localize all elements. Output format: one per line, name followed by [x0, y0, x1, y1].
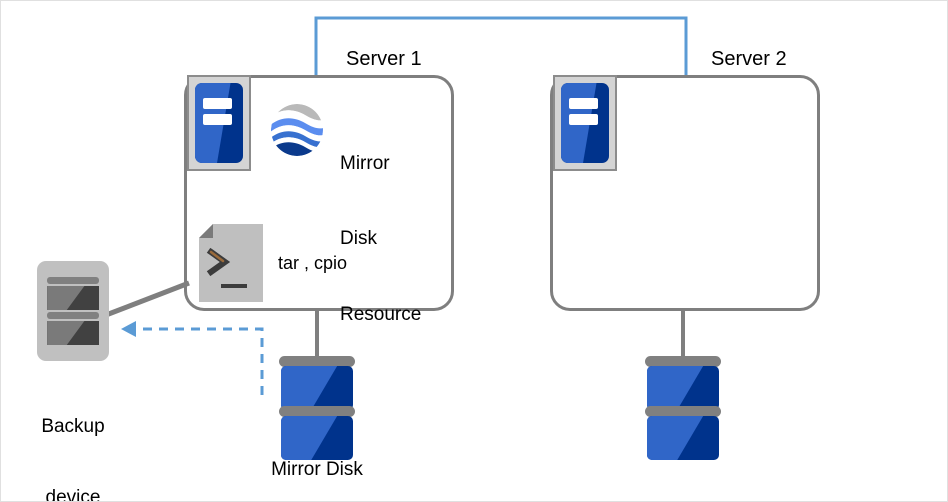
mirror-disk-resource-label: Mirror Disk Resource	[340, 101, 421, 377]
server-2-label: Server 2	[711, 48, 787, 70]
resource-label-line-3: Resource	[340, 303, 422, 325]
backup-device-label: Backup device	[9, 367, 137, 502]
server-icon	[187, 75, 251, 171]
backup-label-line-2: device	[45, 486, 101, 502]
mirror-disk-resource-globe-icon	[271, 104, 323, 156]
command-label: tar , cpio	[278, 253, 348, 273]
server-icon-bar-bottom	[568, 114, 599, 125]
disk-bar-top	[279, 356, 355, 367]
server-1-label: Server 1	[346, 48, 422, 70]
backup-platter-bottom	[47, 321, 99, 345]
server-icon-bar-top	[202, 98, 233, 109]
server-icon-body	[195, 83, 243, 163]
disk-platter-top	[647, 366, 719, 410]
backup-data-flow-arrow	[121, 321, 264, 395]
backup-bar-middle	[47, 312, 99, 319]
server-2-box	[550, 75, 820, 311]
backup-platter-top	[47, 286, 99, 310]
backup-device-icon	[37, 261, 109, 361]
backup-bar-top	[47, 277, 99, 284]
mirror-disk-icon	[279, 356, 355, 460]
disk-platter-bottom	[647, 416, 719, 460]
server-2-disk-connector	[681, 311, 685, 357]
script-file-icon	[199, 224, 263, 302]
resource-label-line-1: Mirror	[340, 153, 390, 175]
disk-bar-top	[645, 356, 721, 367]
server-icon-body	[561, 83, 609, 163]
backup-label-line-1: Backup	[41, 415, 105, 437]
disk-platter-bottom	[281, 416, 353, 460]
backup-device-connector	[105, 280, 190, 318]
server-icon-bar-bottom	[202, 114, 233, 125]
mirror-disk-label: Mirror Disk	[271, 459, 363, 480]
disk-platter-top	[281, 366, 353, 410]
disk-bar-middle	[279, 406, 355, 417]
interconnect-link	[314, 16, 688, 78]
disk-bar-middle	[645, 406, 721, 417]
server-1-disk-connector	[315, 311, 319, 357]
server-icon	[553, 75, 617, 171]
server-icon-bar-top	[568, 98, 599, 109]
server-2-disk-icon	[645, 356, 721, 460]
resource-label-line-2: Disk	[340, 228, 377, 250]
